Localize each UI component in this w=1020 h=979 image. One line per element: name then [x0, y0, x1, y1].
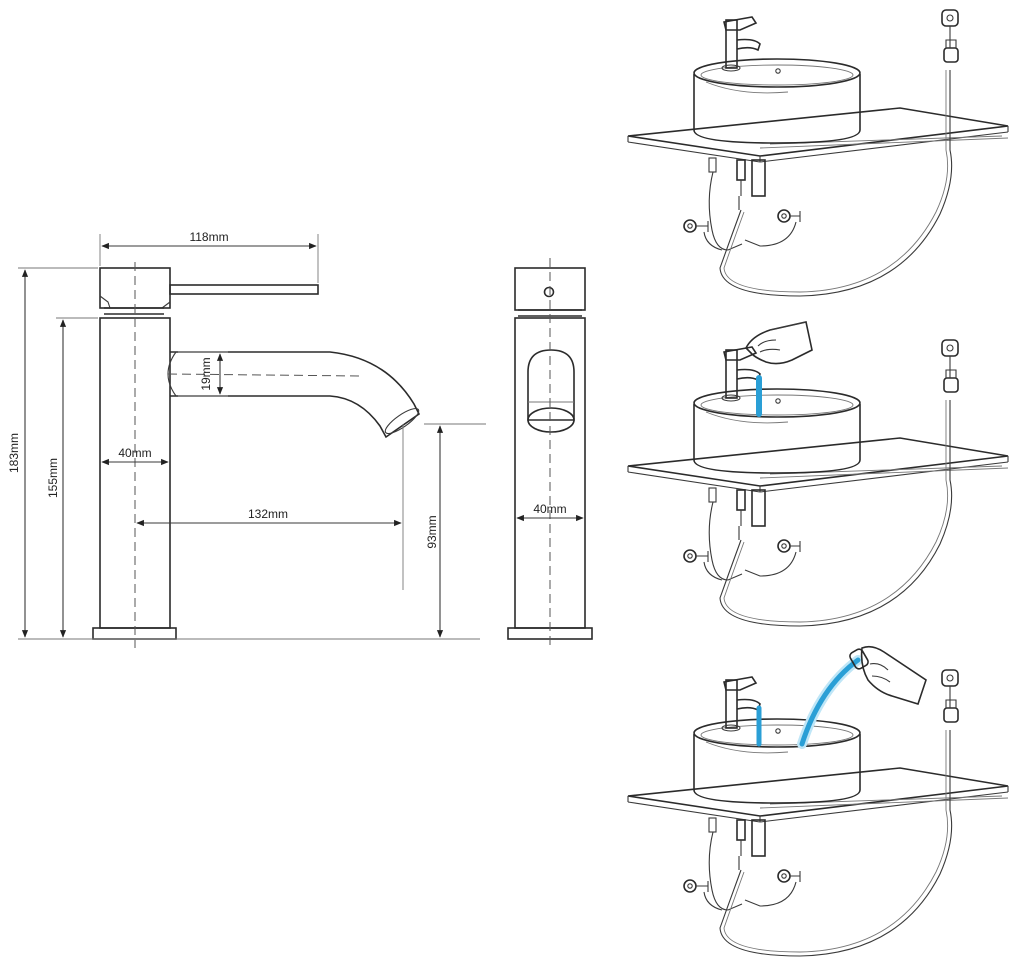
- front-elevation: [92, 262, 421, 648]
- dim-label-155: 155mm: [46, 458, 60, 498]
- side-spout: [527, 349, 575, 421]
- install-panel-3: [627, 645, 1009, 957]
- spray-water-jet-outer: [797, 655, 863, 749]
- dim-label-132: 132mm: [248, 507, 288, 521]
- dim-label-19: 19mm: [199, 357, 213, 390]
- dim-label-40-front: 40mm: [118, 446, 151, 460]
- dim-label-118: 118mm: [189, 230, 228, 244]
- dim-label-93: 93mm: [425, 515, 439, 548]
- install-panel-2: [627, 321, 1009, 627]
- dimension-lines: 118mm 183mm 155mm 40mm 132mm 19mm 93mm 4…: [7, 230, 584, 640]
- lever: [169, 284, 319, 295]
- handle-cap: [99, 267, 171, 309]
- install-panel-1: [627, 9, 1009, 297]
- spout: [170, 351, 421, 439]
- dim-label-40-side: 40mm: [533, 502, 566, 516]
- side-elevation: [507, 258, 593, 648]
- hand-holding-spray: [860, 645, 927, 705]
- indicator-hole: [543, 286, 555, 298]
- install-panels: [627, 9, 1009, 957]
- spray-water-jet-inner: [799, 657, 861, 747]
- hand-on-lever: [745, 321, 813, 365]
- dim-label-183: 183mm: [7, 433, 21, 473]
